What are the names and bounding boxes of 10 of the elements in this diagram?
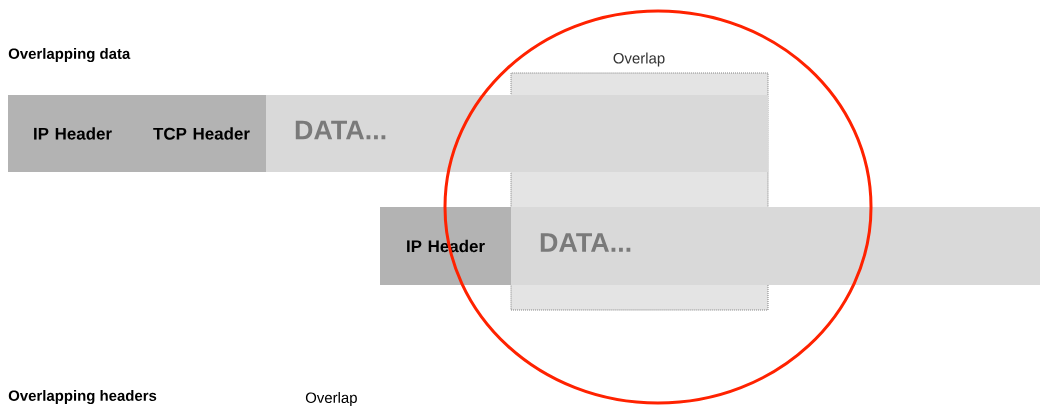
data-field: DATA... xyxy=(511,207,1040,285)
overlap-label: Overlap xyxy=(305,392,357,406)
header-field: TCP Header xyxy=(137,95,266,172)
node-label: Overlap xyxy=(613,52,665,67)
node-label: IP Header xyxy=(34,127,112,140)
section-heading: Overlapping headers xyxy=(8,390,157,404)
node-label: TCP Header xyxy=(153,127,250,140)
header-field: IP Header xyxy=(8,95,137,172)
section-heading: Overlapping data xyxy=(8,48,131,62)
data-field: DATA... xyxy=(266,95,768,172)
